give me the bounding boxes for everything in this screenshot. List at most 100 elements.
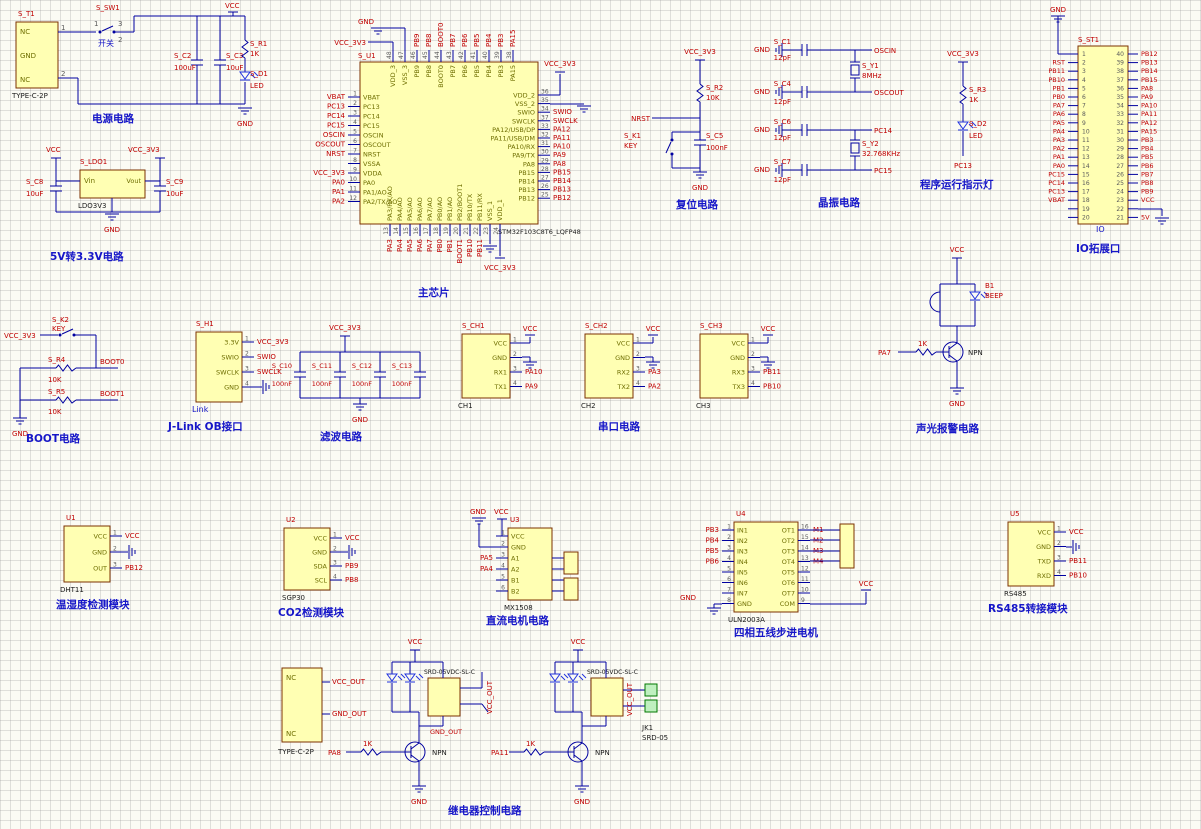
label[interactable]: VCC <box>571 638 586 646</box>
pin-name[interactable]: PA4/AO <box>396 197 404 221</box>
label[interactable]: 10uF <box>166 190 183 198</box>
block-title[interactable]: IO拓展口 <box>1076 242 1120 255</box>
net-label[interactable]: VCC_3V3 <box>257 338 289 346</box>
pin-name[interactable]: VSS_1 <box>486 201 494 221</box>
led-icon[interactable] <box>415 675 421 681</box>
label[interactable]: S_H1 <box>196 320 214 328</box>
label[interactable]: PA7 <box>878 349 891 357</box>
pin-number[interactable]: 23 <box>483 227 490 235</box>
label[interactable]: S_Y1 <box>862 62 879 70</box>
pin-name[interactable]: PB5 <box>473 65 481 78</box>
pin-number[interactable]: 3 <box>727 545 731 552</box>
label[interactable]: GND <box>20 52 36 60</box>
pin-name[interactable]: BOOT0 <box>437 65 445 88</box>
pin-name[interactable]: PB11/RX <box>476 193 484 221</box>
resistor-icon[interactable] <box>241 39 249 59</box>
part-body[interactable] <box>1007 521 1055 587</box>
net-label[interactable]: PC13 <box>1048 188 1065 196</box>
label[interactable]: S_C5 <box>706 132 723 140</box>
label[interactable]: S_R2 <box>706 84 723 92</box>
label[interactable]: JK1 <box>641 724 653 732</box>
label[interactable]: VCC_3V3 <box>334 39 366 47</box>
net-label[interactable]: PA5 <box>480 554 493 562</box>
part-body[interactable] <box>699 333 749 399</box>
pin-number[interactable]: 2 <box>636 351 640 358</box>
pin-number[interactable]: 3 <box>501 552 505 559</box>
pin-number[interactable]: 3 <box>1082 68 1086 75</box>
net-label[interactable]: PA15 <box>1141 127 1157 135</box>
pin-number[interactable]: 15 <box>1082 171 1090 178</box>
label[interactable]: SGP30 <box>282 594 305 602</box>
pin-name[interactable]: VDDA <box>363 170 382 178</box>
label[interactable]: SRD-05VDC-SL-C <box>424 669 475 676</box>
pin-name[interactable]: PA3/RX/AO <box>386 186 394 221</box>
pin-name[interactable]: NRST <box>363 151 381 159</box>
net-label[interactable]: PB8 <box>1141 179 1154 187</box>
pin-number[interactable]: 15 <box>403 227 410 235</box>
pin-name[interactable]: PC13 <box>363 103 380 111</box>
pin-number[interactable]: 4 <box>501 563 505 570</box>
label[interactable]: LDO3V3 <box>78 202 107 210</box>
label[interactable]: S_K1 <box>624 132 641 140</box>
pin-number[interactable]: 40 <box>1116 51 1124 58</box>
label[interactable]: S_Y2 <box>862 140 879 148</box>
pin-number[interactable]: 34 <box>1116 103 1124 110</box>
pin-name[interactable]: PA12/USB/DP <box>492 126 535 134</box>
label[interactable]: VCC_3V3 <box>484 264 516 272</box>
label[interactable]: 100nF <box>392 380 413 388</box>
pin-name[interactable]: PA0 <box>363 179 375 187</box>
crystal-icon[interactable] <box>850 64 860 76</box>
label[interactable]: BEEP <box>985 292 1003 300</box>
label[interactable]: VCC <box>46 146 61 154</box>
label[interactable]: STM32F103C8T6_LQFP48 <box>498 228 581 236</box>
pin-number[interactable]: 30 <box>1116 137 1124 144</box>
net-label[interactable]: PA7 <box>1053 102 1065 110</box>
pin-number[interactable]: 36 <box>1116 85 1124 92</box>
led-icon[interactable] <box>567 673 579 682</box>
net-label[interactable]: PB6 <box>706 558 720 566</box>
net-label[interactable]: BOOT0 <box>437 23 445 47</box>
pin-name[interactable]: VCC <box>1037 529 1051 537</box>
pin-number[interactable]: 1 <box>245 336 249 343</box>
block-title[interactable]: CO2检测模块 <box>278 606 344 619</box>
pin-number[interactable]: 1 <box>751 337 755 344</box>
pin-name[interactable]: PA6/AO <box>416 197 424 221</box>
connector-body[interactable] <box>644 683 658 697</box>
net-label[interactable]: PA7 <box>426 239 434 252</box>
pin-number[interactable]: 43 <box>446 51 453 59</box>
block-title[interactable]: 直流电机电路 <box>486 614 549 627</box>
label[interactable]: NRST <box>631 115 651 123</box>
pin-number[interactable]: 1 <box>727 524 731 531</box>
net-label[interactable]: PB7 <box>1141 170 1154 178</box>
label[interactable]: VCC <box>494 508 509 516</box>
net-label[interactable]: PB0 <box>436 239 444 252</box>
label[interactable]: VCC <box>523 325 538 333</box>
pin-name[interactable]: VDD_1 <box>496 199 504 221</box>
pin-name[interactable]: PC15 <box>363 122 380 130</box>
net-label[interactable]: PA3 <box>386 239 394 252</box>
label[interactable]: GND <box>692 184 708 192</box>
pin-number[interactable]: 4 <box>751 380 755 387</box>
pin-number[interactable]: 31 <box>541 140 549 147</box>
pin-name[interactable]: OSCIN <box>363 132 384 140</box>
pin-name[interactable]: PB6 <box>461 65 469 78</box>
net-label[interactable]: PC15 <box>1048 170 1065 178</box>
pin-number[interactable]: 5 <box>727 566 731 573</box>
net-label[interactable]: PB9 <box>1141 188 1154 196</box>
net-label[interactable]: PA12 <box>1141 119 1157 127</box>
pin-number[interactable]: 21 <box>1116 214 1124 221</box>
net-label[interactable]: PB5 <box>473 34 481 47</box>
pin-name[interactable]: GND <box>92 549 107 557</box>
led-icon[interactable] <box>253 71 259 77</box>
block-title[interactable]: 5V转3.3V电路 <box>50 250 124 263</box>
net-label[interactable]: PA11 <box>553 134 570 142</box>
net-label[interactable]: PA1 <box>1053 153 1065 161</box>
transistor-icon[interactable] <box>410 742 420 750</box>
net-label[interactable]: PA4 <box>396 238 404 252</box>
pin-name[interactable]: VSS_2 <box>515 100 535 108</box>
label[interactable]: 100nF <box>706 144 728 152</box>
net-label[interactable]: PA9 <box>1141 93 1153 101</box>
label[interactable]: OSCIN <box>874 47 896 55</box>
pin-number[interactable]: 8 <box>1082 111 1086 118</box>
pin-number[interactable]: 4 <box>513 380 517 387</box>
